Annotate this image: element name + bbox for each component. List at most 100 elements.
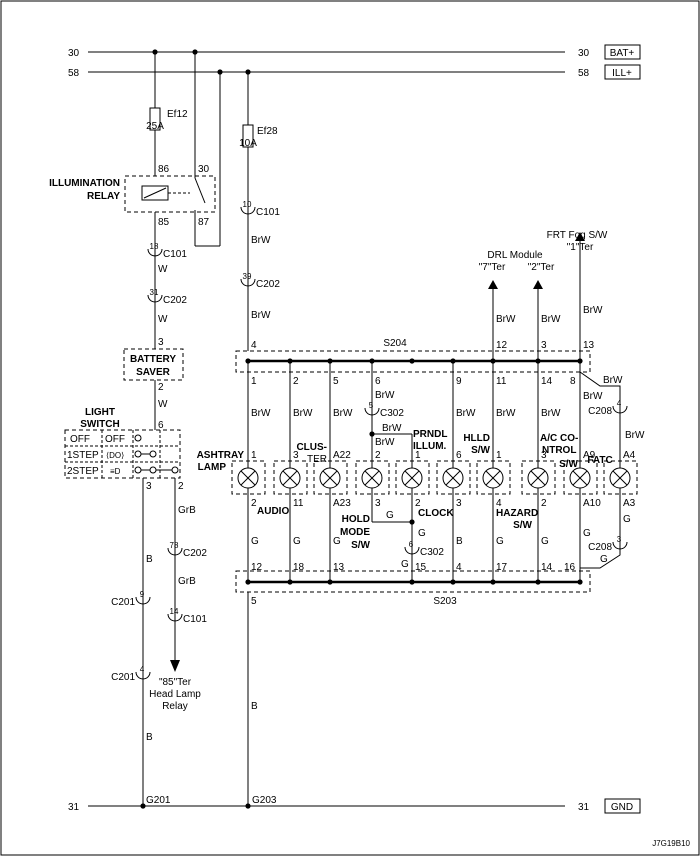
connector-name: C101: [163, 249, 187, 260]
connector-pin: 18: [150, 242, 159, 251]
label: G: [333, 536, 341, 547]
label: HLLD: [463, 433, 490, 444]
bus-terminal-box: [604, 64, 641, 80]
relay-coil-symbol: [143, 187, 167, 199]
label: G: [600, 554, 608, 565]
relay-name: RELAY: [87, 191, 120, 202]
connector-name: C202: [256, 279, 280, 290]
light-switch-label: SWITCH: [80, 419, 119, 430]
lamp-bulb-icon: [485, 470, 501, 486]
lamp-bulb-icon: [612, 470, 628, 486]
label: 25A: [146, 121, 164, 132]
connector-pin: 9: [140, 590, 145, 599]
label: G: [386, 510, 394, 521]
lamp-bulb-icon: [572, 470, 588, 486]
connector-name: C302: [420, 547, 444, 558]
switch-contact: [149, 466, 157, 474]
bus-number: 58: [68, 68, 80, 79]
label: 6: [375, 376, 381, 387]
label: 1: [415, 450, 421, 461]
connector-pin: 31: [150, 288, 159, 297]
connector-c302-symbol: [364, 407, 380, 416]
label: BrW: [375, 437, 395, 448]
connector-name: C101: [256, 207, 280, 218]
connector-c101-symbol: [167, 613, 183, 622]
bus-terminal-label: GND: [611, 802, 633, 813]
label: B: [251, 701, 258, 712]
label: 5: [251, 596, 257, 607]
label: G: [418, 528, 426, 539]
label: NTROL: [542, 445, 576, 456]
connector-pin: 6: [409, 540, 414, 549]
label: 14: [541, 376, 553, 387]
label: Ef28: [257, 126, 278, 137]
label: 1: [251, 450, 257, 461]
label: BrW: [382, 423, 402, 434]
label: BrW: [603, 375, 623, 386]
label: BrW: [456, 408, 476, 419]
label: G: [583, 528, 591, 539]
label: A10: [583, 498, 601, 509]
bus-number: 30: [68, 48, 80, 59]
headlamp-icon: ≡D: [110, 467, 121, 476]
label: S/W: [513, 520, 532, 531]
label: 2: [178, 481, 184, 492]
connector-name: C208: [588, 542, 612, 553]
arrow-up-icon: [575, 232, 585, 241]
label: A9: [583, 450, 596, 461]
label: BrW: [293, 408, 313, 419]
label: BrW: [496, 408, 516, 419]
label: 3: [375, 498, 381, 509]
label: 6: [158, 420, 164, 431]
label: "1"Ter: [567, 242, 594, 253]
switch-contact: [134, 434, 142, 442]
label: BrW: [333, 408, 353, 419]
junction-dot: [245, 803, 251, 809]
connector-pin: 4: [617, 399, 622, 408]
parking-lamp-icon: ⟨DO⟩: [106, 451, 124, 460]
label: "85"Ter: [159, 677, 192, 688]
arrow-up-icon: [533, 280, 543, 289]
relay-switch-contact: [194, 177, 206, 204]
connector-name: C201: [111, 597, 135, 608]
connector-name: C302: [380, 408, 404, 419]
label: BrW: [251, 235, 271, 246]
label: DRL Module: [487, 250, 543, 261]
label: G: [401, 559, 409, 570]
arrow-down-icon: [170, 660, 180, 672]
label: FRT Fog S/W: [547, 230, 608, 241]
label: BrW: [541, 314, 561, 325]
bus-terminal-box: [604, 44, 641, 60]
lamp-bulb-icon: [240, 470, 256, 486]
label: 1: [251, 376, 257, 387]
label: B: [456, 536, 463, 547]
connector-c202-symbol: [240, 278, 256, 287]
label: 87: [198, 217, 210, 228]
label: G: [623, 514, 631, 525]
connector-c201-symbol: [135, 671, 151, 680]
connector-name: C101: [183, 614, 207, 625]
bus-terminal-label: BAT+: [610, 48, 635, 59]
label: 2: [415, 498, 421, 509]
label: BrW: [375, 390, 395, 401]
label: 8: [570, 376, 576, 387]
connector-name: C202: [163, 295, 187, 306]
label: W: [158, 314, 168, 325]
label: HAZARD: [496, 508, 538, 519]
label: 13: [333, 562, 345, 573]
label: 10A: [239, 138, 257, 149]
label: 3: [456, 498, 462, 509]
connector-name: C201: [111, 672, 135, 683]
label: S/W: [471, 445, 490, 456]
connector-pin: 5: [369, 401, 374, 410]
label: 4: [496, 498, 502, 509]
label: 12: [251, 562, 263, 573]
label: BrW: [251, 310, 271, 321]
fuse-ef28: [242, 124, 254, 148]
connector-pin: 4: [140, 665, 145, 674]
label: MODE: [340, 527, 370, 538]
label: 3: [541, 340, 547, 351]
label: 3: [146, 481, 152, 492]
label: A4: [623, 450, 636, 461]
